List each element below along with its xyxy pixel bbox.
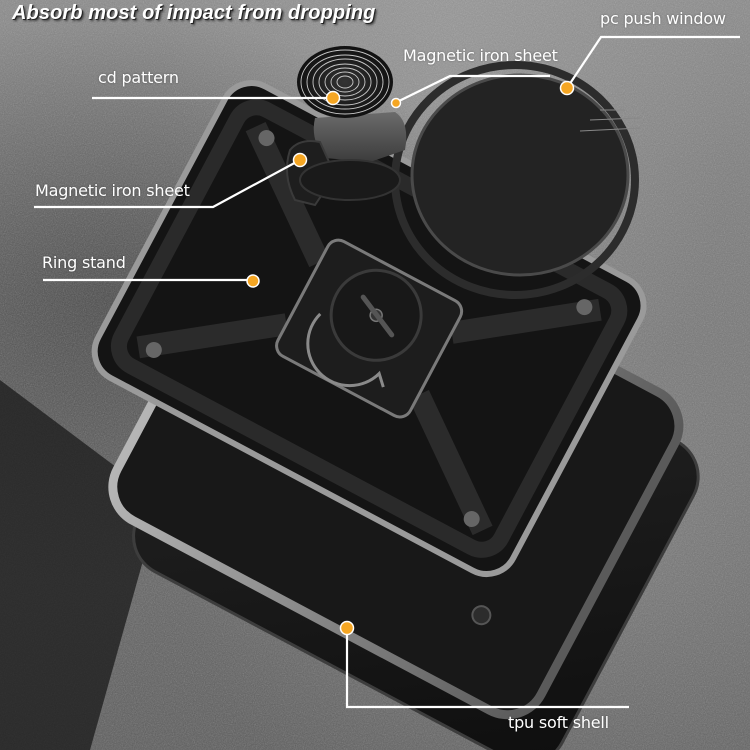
headline: Absorb most of impact from dropping <box>12 2 376 24</box>
label-magnetic-iron-sheet-top: Magnetic iron sheet <box>403 46 558 65</box>
pc-armor-frame <box>91 80 647 577</box>
pc-push-window <box>391 61 641 299</box>
label-ring-stand: Ring stand <box>42 253 126 272</box>
label-pc-push-window: pc push window <box>600 9 726 28</box>
cd-pattern-disc <box>297 46 393 118</box>
magnetic-iron-sheet <box>313 112 407 162</box>
label-tpu-soft-shell: tpu soft shell <box>508 713 609 732</box>
label-magnetic-iron-sheet-left: Magnetic iron sheet <box>35 181 190 200</box>
label-cd-pattern: cd pattern <box>98 68 179 87</box>
